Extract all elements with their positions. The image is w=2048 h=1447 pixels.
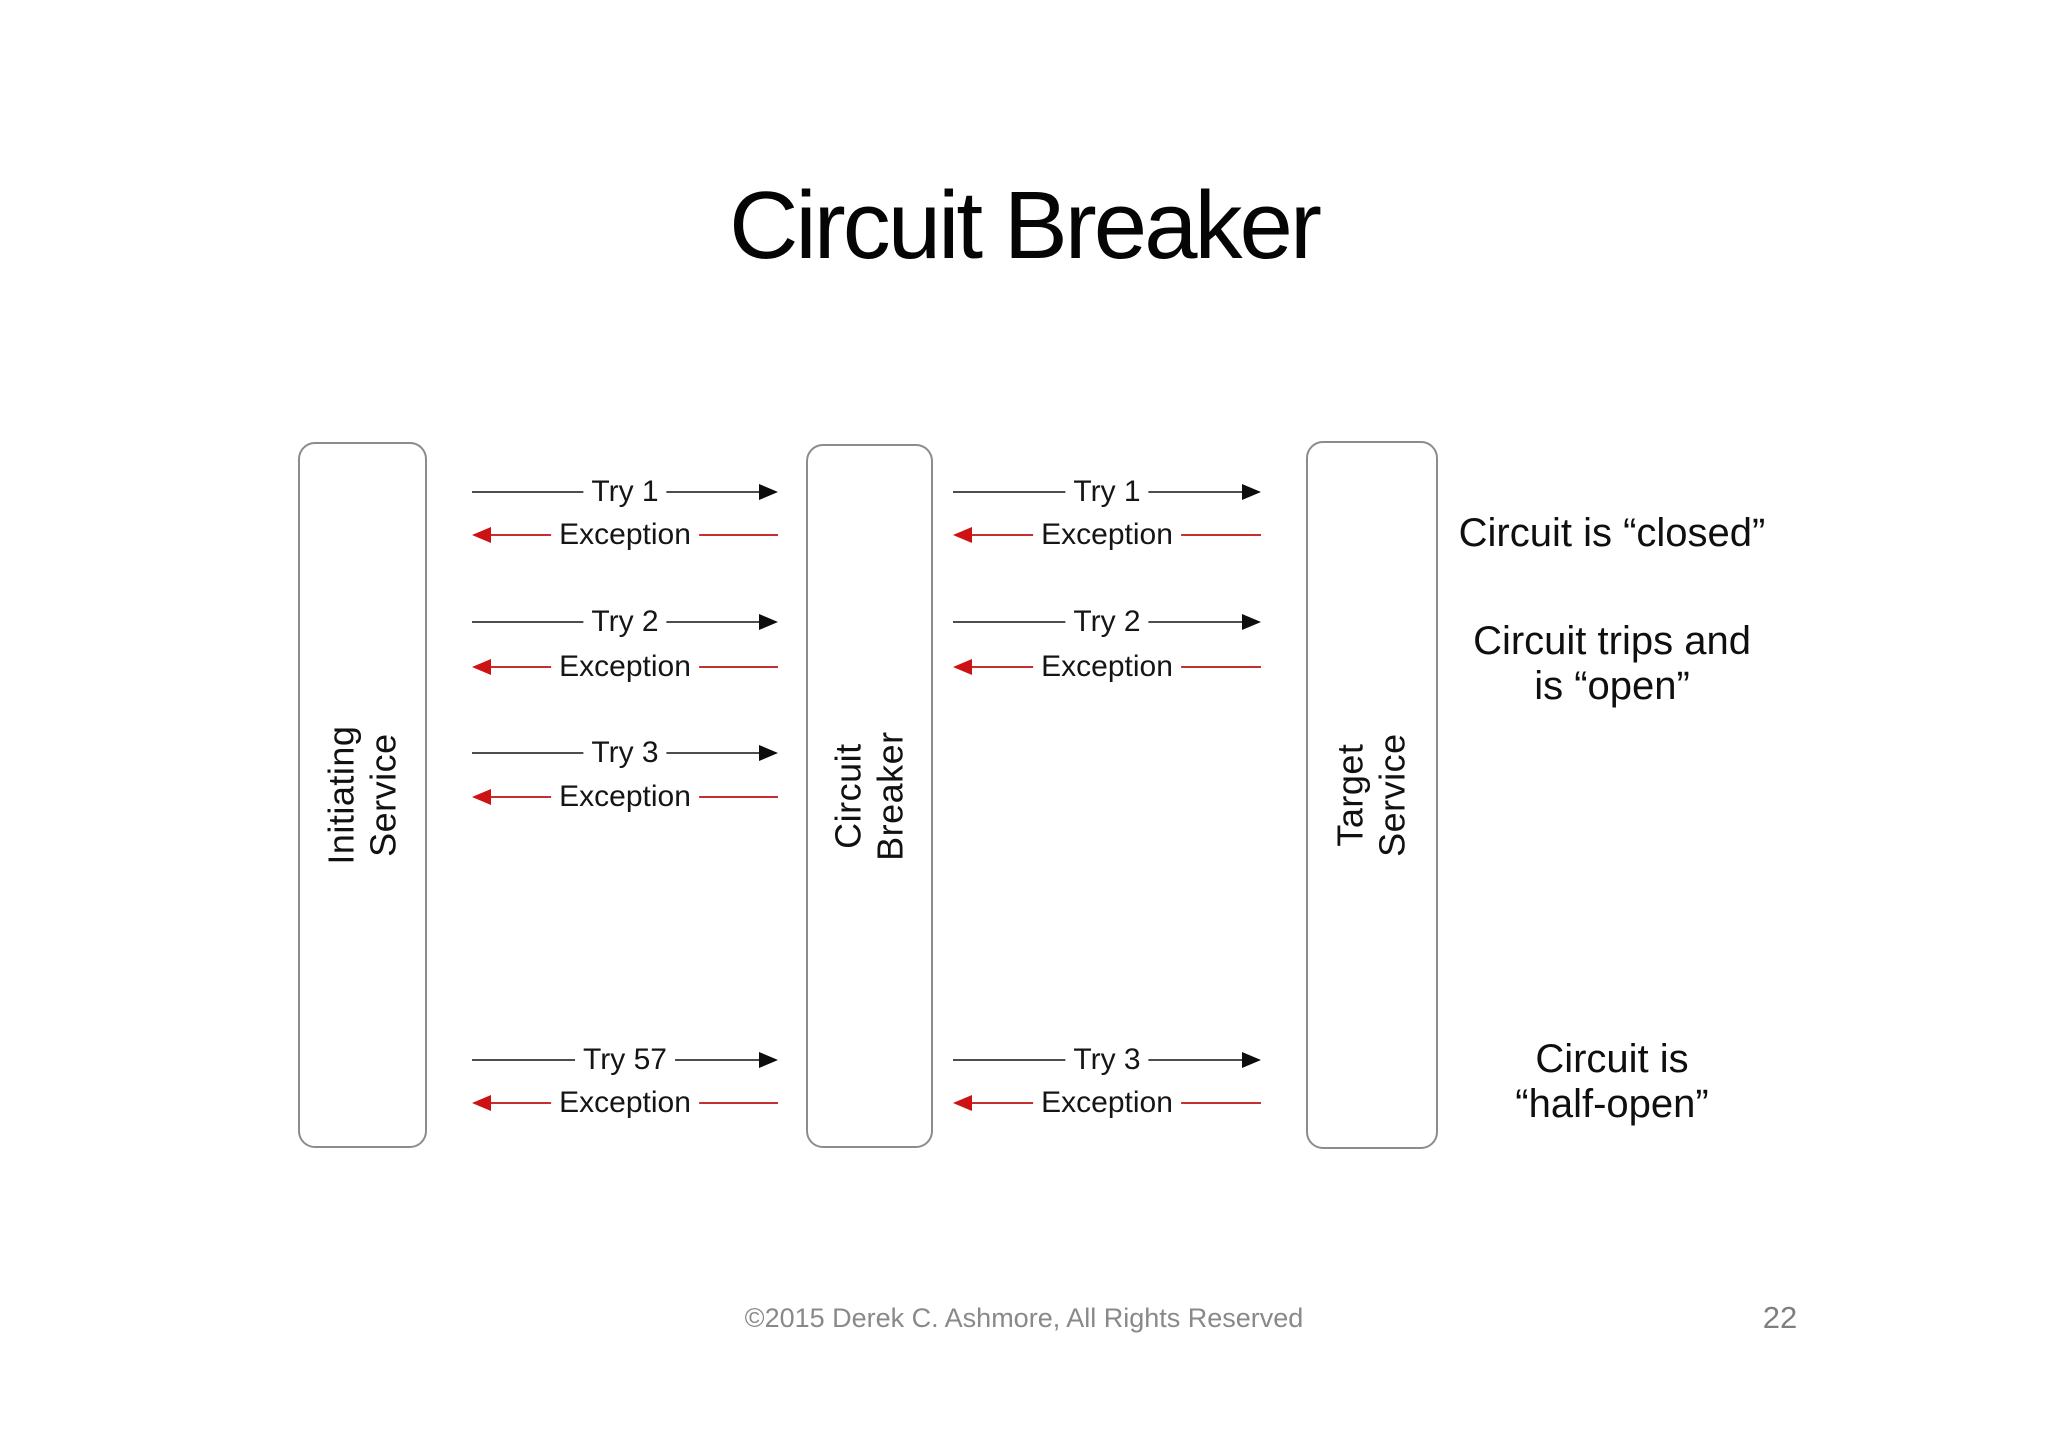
arrow-label: Exception	[551, 1086, 699, 1120]
lane-circuit-breaker-label: Circuit Breaker	[827, 731, 911, 861]
arrowhead-right-icon	[759, 484, 778, 500]
arrow-label: Exception	[551, 780, 699, 814]
arrow-label: Try 1	[1065, 475, 1149, 509]
arrowhead-right-icon	[1242, 484, 1261, 500]
arrowhead-right-icon	[759, 614, 778, 630]
try-arrow: Try 1	[472, 475, 778, 509]
page-number: 22	[1762, 1300, 1798, 1335]
lane-initiating-service-label: Initiating Service	[320, 725, 404, 865]
arrowhead-left-icon	[472, 659, 491, 675]
try-arrow: Try 3	[472, 736, 778, 770]
annotation-circuit-closed: Circuit is “closed”	[1458, 511, 1766, 555]
arrow-label: Exception	[1033, 1086, 1181, 1120]
try-arrow: Try 2	[472, 605, 778, 639]
arrow-label: Try 3	[1065, 1043, 1149, 1077]
arrowhead-left-icon	[953, 527, 972, 543]
exception-arrow: Exception	[953, 518, 1261, 552]
exception-arrow: Exception	[472, 780, 778, 814]
try-arrow: Try 3	[953, 1043, 1261, 1077]
copyright-text: ©2015 Derek C. Ashmore, All Rights Reser…	[744, 1303, 1304, 1333]
arrowhead-left-icon	[953, 1095, 972, 1111]
arrow-label: Try 2	[583, 605, 667, 639]
arrow-label: Try 1	[583, 475, 667, 509]
annotation-circuit-open: Circuit trips and is “open”	[1473, 619, 1751, 708]
exception-arrow: Exception	[472, 650, 778, 684]
arrow-label: Try 2	[1065, 605, 1149, 639]
lane-circuit-breaker: Circuit Breaker	[806, 444, 933, 1148]
arrowhead-left-icon	[953, 659, 972, 675]
arrow-label: Exception	[551, 518, 699, 552]
lane-initiating-service: Initiating Service	[298, 442, 427, 1148]
try-arrow: Try 57	[472, 1043, 778, 1077]
lane-target-service: Target Service	[1306, 441, 1438, 1149]
arrowhead-left-icon	[472, 527, 491, 543]
exception-arrow: Exception	[953, 1086, 1261, 1120]
exception-arrow: Exception	[472, 518, 778, 552]
exception-arrow: Exception	[472, 1086, 778, 1120]
slide-title: Circuit Breaker	[729, 172, 1322, 279]
annotation-circuit-half-open: Circuit is “half-open”	[1515, 1037, 1709, 1126]
arrowhead-left-icon	[472, 789, 491, 805]
arrowhead-right-icon	[759, 745, 778, 761]
arrowhead-right-icon	[759, 1052, 778, 1068]
arrowhead-right-icon	[1242, 1052, 1261, 1068]
arrow-label: Exception	[551, 650, 699, 684]
arrow-label: Try 57	[575, 1043, 675, 1077]
try-arrow: Try 1	[953, 475, 1261, 509]
arrowhead-right-icon	[1242, 614, 1261, 630]
try-arrow: Try 2	[953, 605, 1261, 639]
arrow-label: Try 3	[583, 736, 667, 770]
arrow-label: Exception	[1033, 518, 1181, 552]
lane-target-service-label: Target Service	[1329, 733, 1413, 857]
arrow-label: Exception	[1033, 650, 1181, 684]
arrowhead-left-icon	[472, 1095, 491, 1111]
exception-arrow: Exception	[953, 650, 1261, 684]
